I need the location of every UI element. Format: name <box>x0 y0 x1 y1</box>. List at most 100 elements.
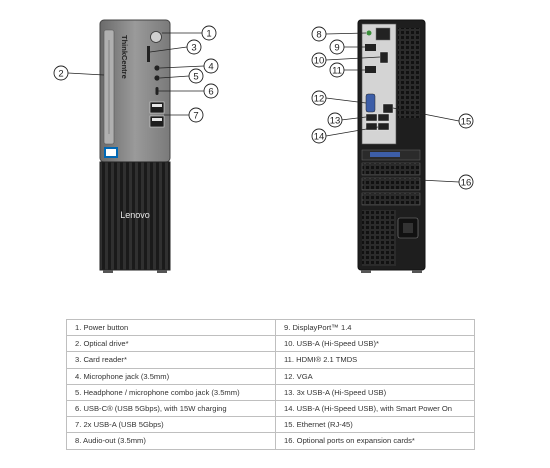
callout-circle <box>311 90 327 106</box>
legend-cell-right: 10. USB-A (Hi-Speed USB)* <box>275 335 475 353</box>
callout-15: 15 <box>458 113 474 129</box>
usb-a-rear-1 <box>365 113 378 122</box>
displayport <box>365 44 376 51</box>
callout-16: 16 <box>458 174 474 190</box>
legend-cell-right: 15. Ethernet (RJ-45) <box>275 416 475 434</box>
hdmi-port <box>365 66 376 73</box>
legend-cell-left: 8. Audio-out (3.5mm) <box>66 432 276 450</box>
callout-circle <box>186 39 202 55</box>
usb-c-port <box>155 87 159 95</box>
microphone-jack <box>154 65 160 71</box>
rear-vent-top <box>398 28 420 118</box>
legend-cell-left: 6. USB-C® (USB 5Gbps), with 15W charging <box>66 399 276 418</box>
callout-number: 10 <box>314 55 325 66</box>
legend-cell-left: 3. Card reader* <box>66 351 276 369</box>
thinkcentre-label: ThinkCentre <box>120 35 129 79</box>
rear-view <box>357 19 426 273</box>
callout-circle <box>53 65 69 81</box>
callout-number: 13 <box>330 115 341 126</box>
callout-8: 8 <box>311 26 327 42</box>
callout-number: 2 <box>58 68 63 79</box>
usb-a-rear-3 <box>365 122 378 131</box>
legend-cell-right: 9. DisplayPort™ 1.4 <box>275 318 475 337</box>
callout-circle <box>201 25 217 41</box>
ethernet-port <box>382 103 394 114</box>
usb-a-front-2 <box>149 115 165 128</box>
callout-number: 9 <box>334 42 339 53</box>
power-button[interactable] <box>150 31 162 43</box>
legend-row: 2. Optical drive*10. USB-A (Hi-Speed USB… <box>66 335 475 353</box>
callout-3: 3 <box>186 39 202 55</box>
usb-a-rear-smart-power <box>377 122 390 131</box>
callout-7: 7 <box>188 107 204 123</box>
callout-circle <box>329 39 345 55</box>
callout-circle <box>329 62 345 78</box>
callout-circle <box>203 58 219 74</box>
callout-number: 11 <box>332 65 342 76</box>
callout-number: 1 <box>206 28 211 39</box>
legend-cell-right: 14. USB-A (Hi-Speed USB), with Smart Pow… <box>275 399 475 418</box>
callout-number: 5 <box>193 71 198 82</box>
expansion-slot-3 <box>361 177 421 191</box>
legend-row: 4. Microphone jack (3.5mm)12. VGA <box>66 367 475 385</box>
legend-row: 6. USB-C® (USB 5Gbps), with 15W charging… <box>66 399 475 418</box>
callout-circle <box>188 107 204 123</box>
legend-row: 7. 2x USB-A (USB 5Gbps)15. Ethernet (RJ-… <box>66 416 475 434</box>
callout-number: 12 <box>314 93 325 104</box>
callout-13: 13 <box>327 112 343 128</box>
legend-row: 3. Card reader*11. HDMI® 2.1 TMDS <box>66 351 475 369</box>
audio-out-jack <box>366 30 372 36</box>
callout-12: 12 <box>311 90 327 106</box>
rear-vent-bottom <box>362 210 396 266</box>
callout-9: 9 <box>329 39 345 55</box>
callout-circle <box>458 113 474 129</box>
lenovo-logo: Lenovo <box>120 210 150 220</box>
rear-callout-lines <box>325 32 460 183</box>
callout-number: 3 <box>191 42 196 53</box>
card-reader <box>147 46 150 62</box>
callout-circle <box>311 52 327 68</box>
callout-number: 14 <box>314 131 325 142</box>
legend-cell-right: 13. 3x USB-A (Hi-Speed USB) <box>275 383 475 401</box>
callout-circle <box>327 112 343 128</box>
callout-6: 6 <box>203 83 219 99</box>
product-diagram: ThinkCentre Lenovo <box>53 19 474 273</box>
callout-number: 7 <box>193 110 198 121</box>
callout-4: 4 <box>203 58 219 74</box>
callout-number: 8 <box>316 29 321 40</box>
legend-cell-left: 5. Headphone / microphone combo jack (3.… <box>66 383 276 401</box>
callout-11: 11 <box>329 62 345 78</box>
callout-5: 5 <box>188 68 204 84</box>
callout-circle <box>203 83 219 99</box>
headphone-combo-jack <box>154 75 160 81</box>
callout-2: 2 <box>53 65 69 81</box>
callout-number: 6 <box>208 86 213 97</box>
expansion-slot-2 <box>361 162 421 176</box>
legend-cell-left: 2. Optical drive* <box>66 335 276 353</box>
expansion-slot-4 <box>361 192 421 206</box>
legend-cell-right: 12. VGA <box>275 367 475 385</box>
front-callout-lines <box>67 32 205 116</box>
callout-circle <box>458 174 474 190</box>
usb-a-rear-top <box>379 51 389 64</box>
legend-cell-left: 1. Power button <box>66 318 276 337</box>
usb-a-front-1 <box>149 101 165 114</box>
callout-number: 16 <box>461 177 472 188</box>
callout-1: 1 <box>201 25 217 41</box>
callout-circle <box>311 26 327 42</box>
lock-slot-block <box>375 27 391 41</box>
front-view: ThinkCentre Lenovo <box>99 19 171 273</box>
legend-cell-right: 16. Optional ports on expansion cards* <box>275 432 475 450</box>
callout-10: 10 <box>311 52 327 68</box>
callout-14: 14 <box>311 128 327 144</box>
vga-port <box>365 93 376 113</box>
legend-cell-left: 4. Microphone jack (3.5mm) <box>66 367 276 385</box>
front-grille <box>99 161 171 271</box>
callout-number: 15 <box>461 116 472 127</box>
legend-cell-left: 7. 2x USB-A (USB 5Gbps) <box>66 416 276 434</box>
usb-a-rear-2 <box>377 113 390 122</box>
callout-circle <box>311 128 327 144</box>
